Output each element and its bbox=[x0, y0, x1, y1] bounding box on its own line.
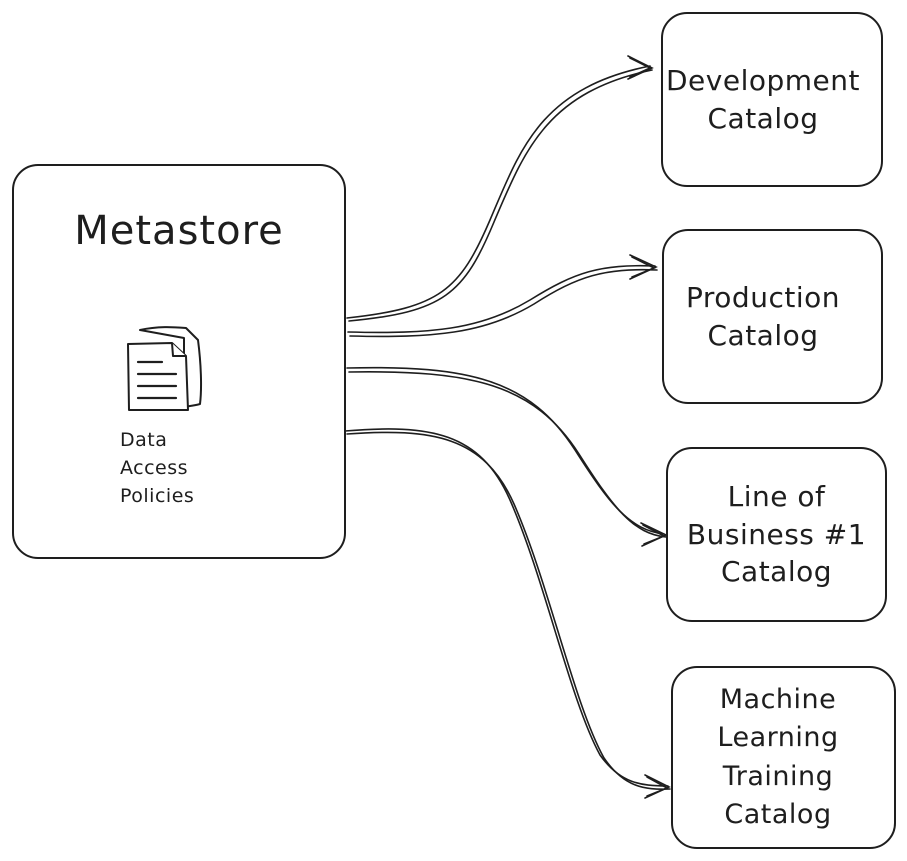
line-of-business-catalog-box bbox=[666, 447, 887, 622]
development-catalog-label: Development Catalog bbox=[666, 63, 860, 135]
arrow-to-production-catalog bbox=[347, 254, 658, 338]
metastore-title: Metastore bbox=[74, 208, 284, 254]
document-icon bbox=[127, 326, 203, 411]
ml-training-catalog-box bbox=[671, 666, 896, 849]
production-catalog-box bbox=[662, 229, 883, 404]
data-access-policies-label: Data Access Policies bbox=[120, 429, 195, 507]
arrow-to-ml-training-catalog bbox=[344, 428, 671, 799]
ml-training-catalog-label: Machine Learning Training Catalog bbox=[717, 683, 839, 830]
development-catalog-box bbox=[661, 12, 883, 187]
arrow-to-development-catalog bbox=[346, 55, 654, 322]
production-catalog-label: Production Catalog bbox=[686, 280, 840, 352]
arrow-to-line-of-business-catalog bbox=[346, 366, 668, 547]
line-of-business-catalog-label: Line of Business #1 Catalog bbox=[686, 479, 867, 589]
